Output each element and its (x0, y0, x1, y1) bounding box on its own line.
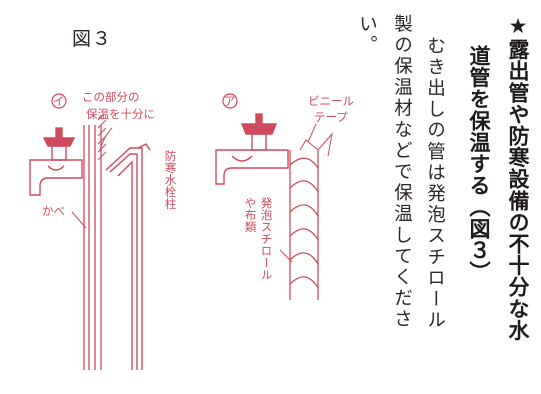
wrapped-pipe (289, 150, 319, 300)
foam-label-line-2: や布類 (243, 197, 258, 233)
vinyl-pointer (307, 123, 317, 143)
heading-line-2: 道管を保温する（図３） (467, 45, 491, 283)
wall-pointer (71, 211, 87, 229)
marker-i-circle (51, 93, 67, 109)
figure-title: 図３ (72, 28, 113, 50)
wall-shape (83, 125, 102, 370)
body-line-3: い。 (356, 14, 378, 57)
callout-text-line-2: 保温を十分に (86, 107, 155, 121)
vinyl-tape-line-2: テープ (314, 110, 348, 124)
marker-a-circle (222, 93, 238, 109)
marker-a: ア (224, 94, 236, 108)
body-line-1: むき出しの管は発泡スチロール (424, 36, 446, 332)
faucet-right (215, 113, 289, 185)
heading-line-1: ★露出管や防寒設備の不十分な水 (506, 14, 530, 341)
antifreeze-post-shape (105, 143, 151, 370)
vinyl-tape-line-1: ビニール (308, 94, 354, 108)
faucet-left (29, 127, 83, 196)
foam-pointer (279, 249, 293, 263)
tape-strip (299, 132, 333, 157)
foam-label-line-1: 発泡スチロール (259, 197, 274, 281)
callout-line (99, 127, 113, 151)
body-line-2: 製の保温材などで保温してくださ (391, 14, 413, 331)
marker-i: イ (53, 94, 65, 108)
callout-text-line-1: この部分の (82, 90, 140, 104)
antifreeze-post-label: 防寒水栓柱 (163, 150, 178, 210)
wall-label: かべ (42, 204, 65, 218)
